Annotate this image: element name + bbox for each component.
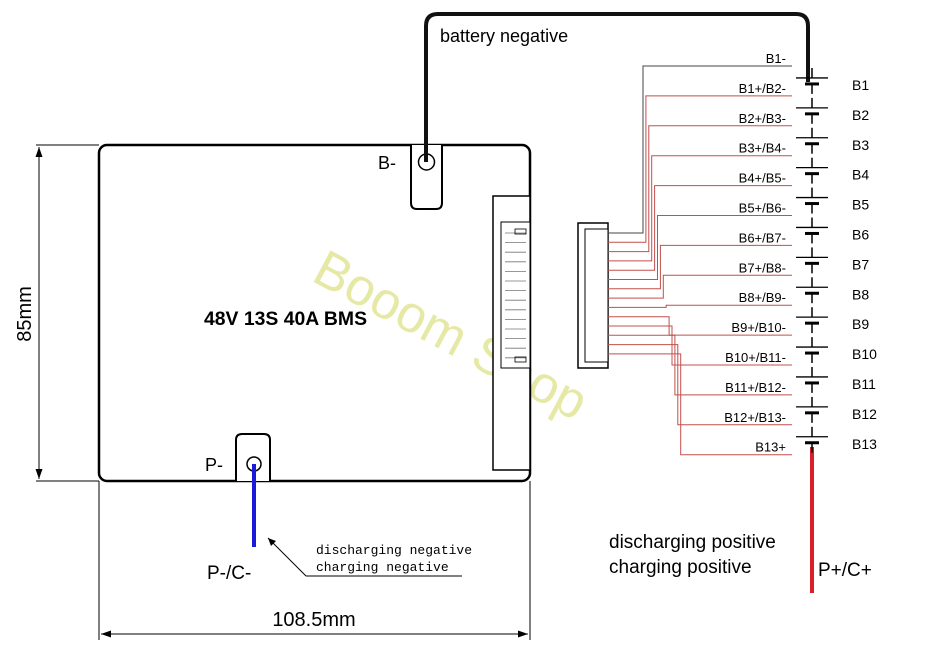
b-minus-terminal [410, 145, 443, 210]
tap-label: B4+/B5- [739, 171, 786, 186]
board-connector-socket [492, 195, 531, 471]
balance-wire [608, 344, 792, 426]
tap-label: B10+/B11- [725, 350, 786, 365]
battery-cell [796, 97, 828, 124]
charging-negative-note: charging negative [316, 560, 449, 575]
cell-label: B8 [852, 286, 869, 302]
battery-negative-wire [424, 12, 810, 162]
charging-positive-note: charging positive [609, 557, 752, 578]
battery-cell [796, 307, 828, 334]
battery-cell [796, 127, 828, 154]
cell-label: B7 [852, 256, 869, 272]
balance-wire [608, 334, 792, 396]
p-c-plus-label: P+/C+ [818, 560, 872, 581]
cell-label: B12 [852, 406, 877, 422]
height-dimension-label: 85mm [14, 286, 36, 342]
battery-cells [796, 68, 828, 453]
tap-label: B3+/B4- [739, 141, 786, 156]
cell-label: B11 [852, 376, 876, 392]
cell-label: B10 [852, 346, 877, 362]
tap-label: B5+/B6- [739, 201, 786, 216]
tap-label: B1- [766, 51, 786, 66]
balance-wire [608, 353, 792, 456]
cell-label: B13 [852, 436, 877, 452]
balance-wires [608, 65, 792, 456]
p-minus-annotation-leader [267, 537, 462, 577]
balance-wire [608, 274, 792, 299]
balance-wire [608, 244, 792, 290]
battery-cell [796, 396, 828, 423]
discharging-negative-note: discharging negative [316, 543, 472, 558]
battery-cell [796, 217, 828, 244]
balance-wire [608, 215, 792, 280]
p-c-minus-label: P-/C- [207, 563, 251, 584]
tap-label: B8+/B9- [739, 290, 786, 305]
battery-cell [796, 187, 828, 214]
tap-label: B2+/B3- [739, 111, 786, 126]
watermark: Booom Shop [304, 239, 597, 431]
height-dimension [35, 144, 99, 482]
balance-wire [608, 65, 792, 234]
battery-cell [796, 277, 828, 304]
battery-cell [796, 247, 828, 274]
tap-label: B1+/B2- [739, 81, 786, 96]
board-title: 48V 13S 40A BMS [204, 309, 367, 330]
balance-wire [608, 325, 792, 366]
cell-label: B9 [852, 316, 869, 332]
balance-wire [608, 304, 792, 308]
balance-wire [608, 95, 792, 243]
p-minus-label: P- [205, 455, 223, 475]
width-dimension-label: 108.5mm [272, 609, 355, 631]
cell-label: B4 [852, 167, 869, 183]
battery-negative-label: battery negative [440, 26, 568, 46]
tap-label: B11+/B12- [725, 380, 786, 395]
balance-plug [577, 222, 609, 369]
discharging-positive-note: discharging positive [609, 532, 776, 553]
balance-wire [608, 185, 792, 271]
tap-label: B13+ [755, 440, 786, 455]
battery-cell [796, 367, 828, 393]
cell-label: B3 [852, 137, 869, 153]
tap-label: B12+/B13- [724, 410, 786, 425]
b-minus-label: B- [378, 153, 396, 173]
tap-label: B7+/B8- [739, 260, 786, 275]
cell-label: B2 [852, 107, 869, 123]
battery-cell [796, 337, 828, 363]
battery-cell [796, 68, 828, 94]
tap-label: B9+/B10- [731, 320, 786, 335]
cell-label: B6 [852, 227, 869, 243]
tap-label: B6+/B7- [739, 230, 786, 245]
battery-cell [796, 426, 828, 453]
tap-labels: B1- B1+/B2- B2+/B3- B3+/B4- B4+/B5- B5+/B6- B6… [724, 51, 786, 455]
width-dimension [98, 481, 531, 640]
cell-label: B5 [852, 197, 869, 213]
cell-label: B1 [852, 77, 869, 93]
battery-cell [796, 157, 828, 184]
balance-wire [608, 155, 792, 262]
balance-wire [608, 125, 792, 253]
